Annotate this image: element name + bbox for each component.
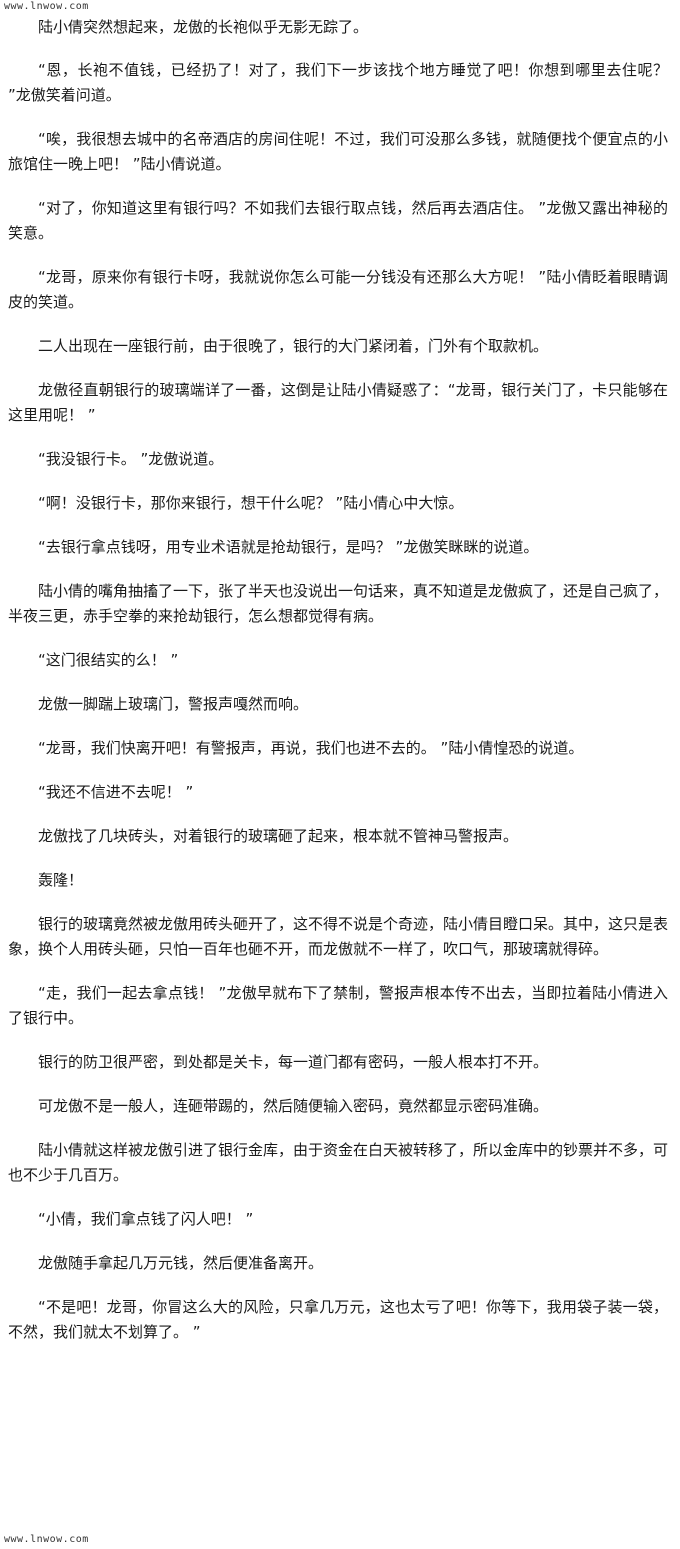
paragraph: “啊！没银行卡，那你来银行，想干什么呢？ ”陆小倩心中大惊。 bbox=[38, 494, 464, 512]
paragraph: “恩，长袍不值钱，已经扔了！对了，我们下一步该找个地方睡觉了吧！你想到哪里去住呢… bbox=[8, 61, 668, 104]
paragraph: “我还不信进不去呢！ ” bbox=[38, 783, 194, 801]
paragraph: 陆小倩的嘴角抽搐了一下，张了半天也没说出一句话来，真不知道是龙傲疯了，还是自己疯… bbox=[8, 582, 669, 625]
paragraph: “小倩，我们拿点钱了闪人吧！ ” bbox=[38, 1210, 254, 1228]
paragraph: 龙傲一脚踹上玻璃门，警报声嘎然而响。 bbox=[38, 695, 309, 713]
paragraph: 龙傲径直朝银行的玻璃端详了一番，这倒是让陆小倩疑惑了：“龙哥，银行关门了，卡只能… bbox=[8, 381, 668, 424]
paragraph: “去银行拿点钱呀，用专业术语就是抢劫银行，是吗？ ”龙傲笑眯眯的说道。 bbox=[38, 538, 539, 556]
paragraph: 龙傲随手拿起几万元钱，然后便准备离开。 bbox=[38, 1254, 324, 1272]
paragraph: “唉，我很想去城中的名帝酒店的房间住呢！不过，我们可没那么多钱，就随便找个便宜点… bbox=[8, 130, 668, 173]
article-body: 陆小倩突然想起来，龙傲的长袍似乎无影无踪了。 “恩，长袍不值钱，已经扔了！对了，… bbox=[8, 15, 668, 1345]
watermark-bottom: www.lnwow.com bbox=[4, 1534, 89, 1545]
paragraph: 银行的玻璃竟然被龙傲用砖头砸开了，这不得不说是个奇迹，陆小倩目瞪口呆。其中，这只… bbox=[8, 915, 669, 958]
paragraph: 龙傲找了几块砖头，对着银行的玻璃砸了起来，根本就不管神马警报声。 bbox=[38, 827, 519, 845]
watermark-top: www.lnwow.com bbox=[4, 1, 89, 12]
paragraph: “对了，你知道这里有银行吗？不如我们去银行取点钱，然后再去酒店住。 ”龙傲又露出… bbox=[8, 199, 668, 242]
paragraph: “走，我们一起去拿点钱！ ”龙傲早就布下了禁制，警报声根本传不出去，当即拉着陆小… bbox=[8, 984, 668, 1027]
paragraph: “龙哥，我们快离开吧！有警报声，再说，我们也进不去的。 ”陆小倩惶恐的说道。 bbox=[38, 739, 584, 757]
paragraph: “我没银行卡。 ”龙傲说道。 bbox=[38, 450, 224, 468]
paragraph: 陆小倩突然想起来，龙傲的长袍似乎无影无踪了。 bbox=[38, 18, 369, 36]
paragraph: 二人出现在一座银行前，由于很晚了，银行的大门紧闭着，门外有个取款机。 bbox=[38, 337, 549, 355]
paragraph: 陆小倩就这样被龙傲引进了银行金库，由于资金在白天被转移了，所以金库中的钞票并不多… bbox=[8, 1141, 669, 1184]
paragraph: 轰隆！ bbox=[38, 871, 84, 889]
paragraph: “这门很结实的么！ ” bbox=[38, 651, 179, 669]
paragraph: “龙哥，原来你有银行卡呀，我就说你怎么可能一分钱没有还那么大方呢！ ”陆小倩眨着… bbox=[8, 268, 668, 311]
paragraph: 银行的防卫很严密，到处都是关卡，每一道门都有密码，一般人根本打不开。 bbox=[38, 1053, 549, 1071]
paragraph: 可龙傲不是一般人，连砸带踢的，然后随便输入密码，竟然都显示密码准确。 bbox=[38, 1097, 549, 1115]
paragraph: “不是吧！龙哥，你冒这么大的风险，只拿几万元，这也太亏了吧！你等下，我用袋子装一… bbox=[8, 1298, 668, 1341]
